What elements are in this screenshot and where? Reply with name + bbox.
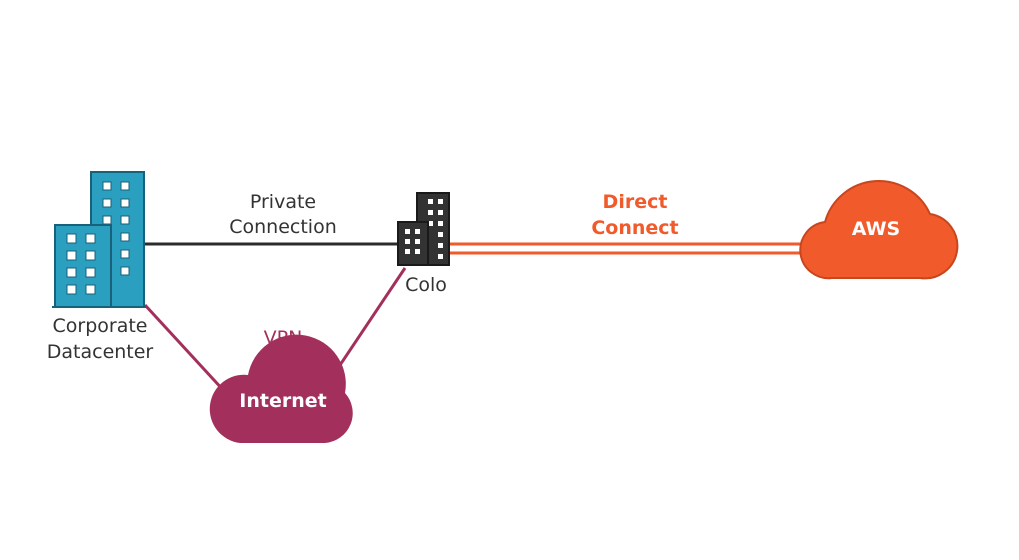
office-buildings-icon (52, 171, 146, 308)
vpn-link-corporate-internet (143, 303, 227, 394)
direct-connect-line (449, 242, 812, 255)
colo-buildings-icon (397, 192, 450, 266)
vpn-label: VPN (264, 327, 303, 349)
direct-connect-label-line2: Connect (591, 217, 678, 239)
private-connection-label-line1: Private (250, 191, 316, 213)
private-connection-label-line2: Connection (229, 216, 337, 238)
aws-cloud-icon (799, 180, 959, 280)
internet-label: Internet (239, 390, 326, 412)
aws-label: AWS (852, 218, 901, 240)
colo-label: Colo (405, 274, 447, 296)
direct-connect-label-line1: Direct (603, 191, 668, 213)
corporate-label-line1: Corporate (53, 315, 148, 337)
internet-cloud-icon (209, 334, 353, 443)
corporate-label-line2: Datacenter (47, 341, 154, 363)
